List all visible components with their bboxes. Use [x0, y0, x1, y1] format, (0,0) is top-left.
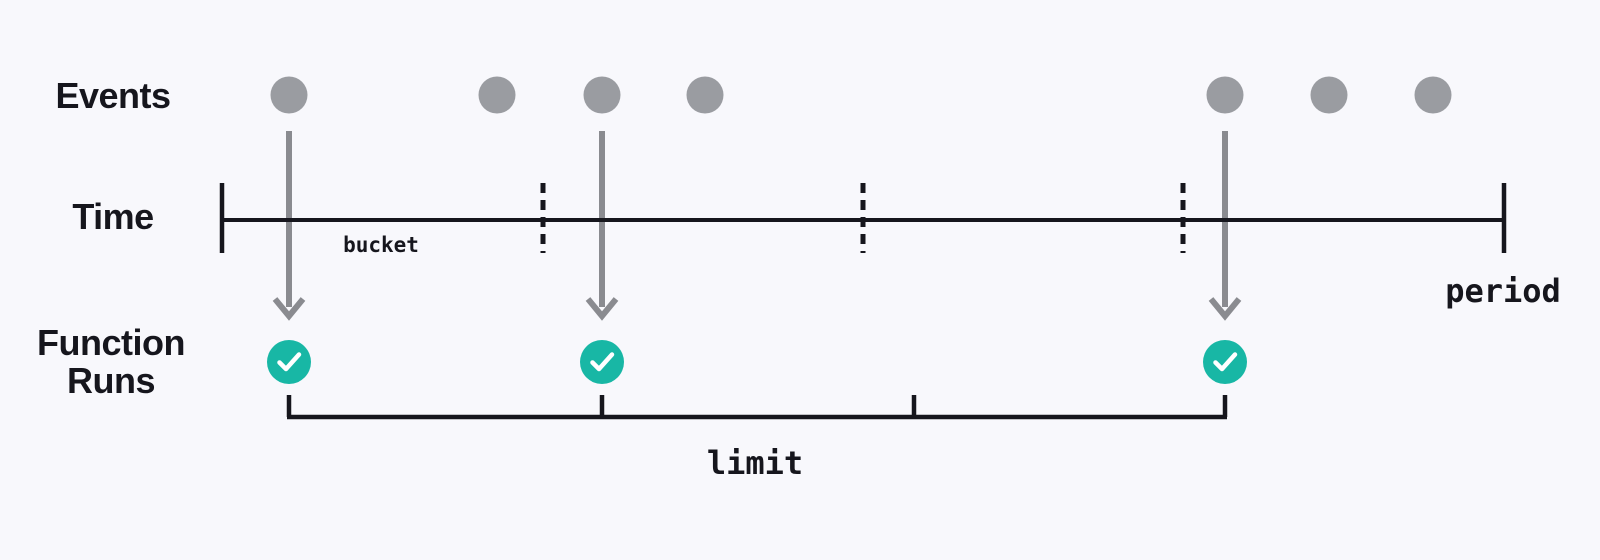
- time-row-label: Time: [72, 196, 154, 237]
- bucket-label: bucket: [343, 233, 419, 257]
- events-row-label: Events: [55, 75, 171, 116]
- event-arrow-head-icon: [272, 297, 306, 321]
- function-run-badge: [580, 340, 624, 384]
- function-run-badge: [1203, 340, 1247, 384]
- event-arrow-head-icon: [585, 297, 619, 321]
- event-dot: [478, 76, 516, 114]
- function-runs-row-label: Function Runs: [37, 322, 185, 401]
- limit-label: limit: [706, 444, 804, 482]
- check-icon: [1213, 352, 1238, 372]
- event-dot: [583, 76, 621, 114]
- event-dot: [1414, 76, 1452, 114]
- event-dot: [1206, 76, 1244, 114]
- check-icon: [277, 352, 302, 372]
- event-dot: [270, 76, 308, 114]
- event-dot: [686, 76, 724, 114]
- event-arrow-head-icon: [1208, 297, 1242, 321]
- event-dot: [1310, 76, 1348, 114]
- period-label: period: [1445, 272, 1561, 310]
- function-run-badge: [267, 340, 311, 384]
- check-icon: [590, 352, 615, 372]
